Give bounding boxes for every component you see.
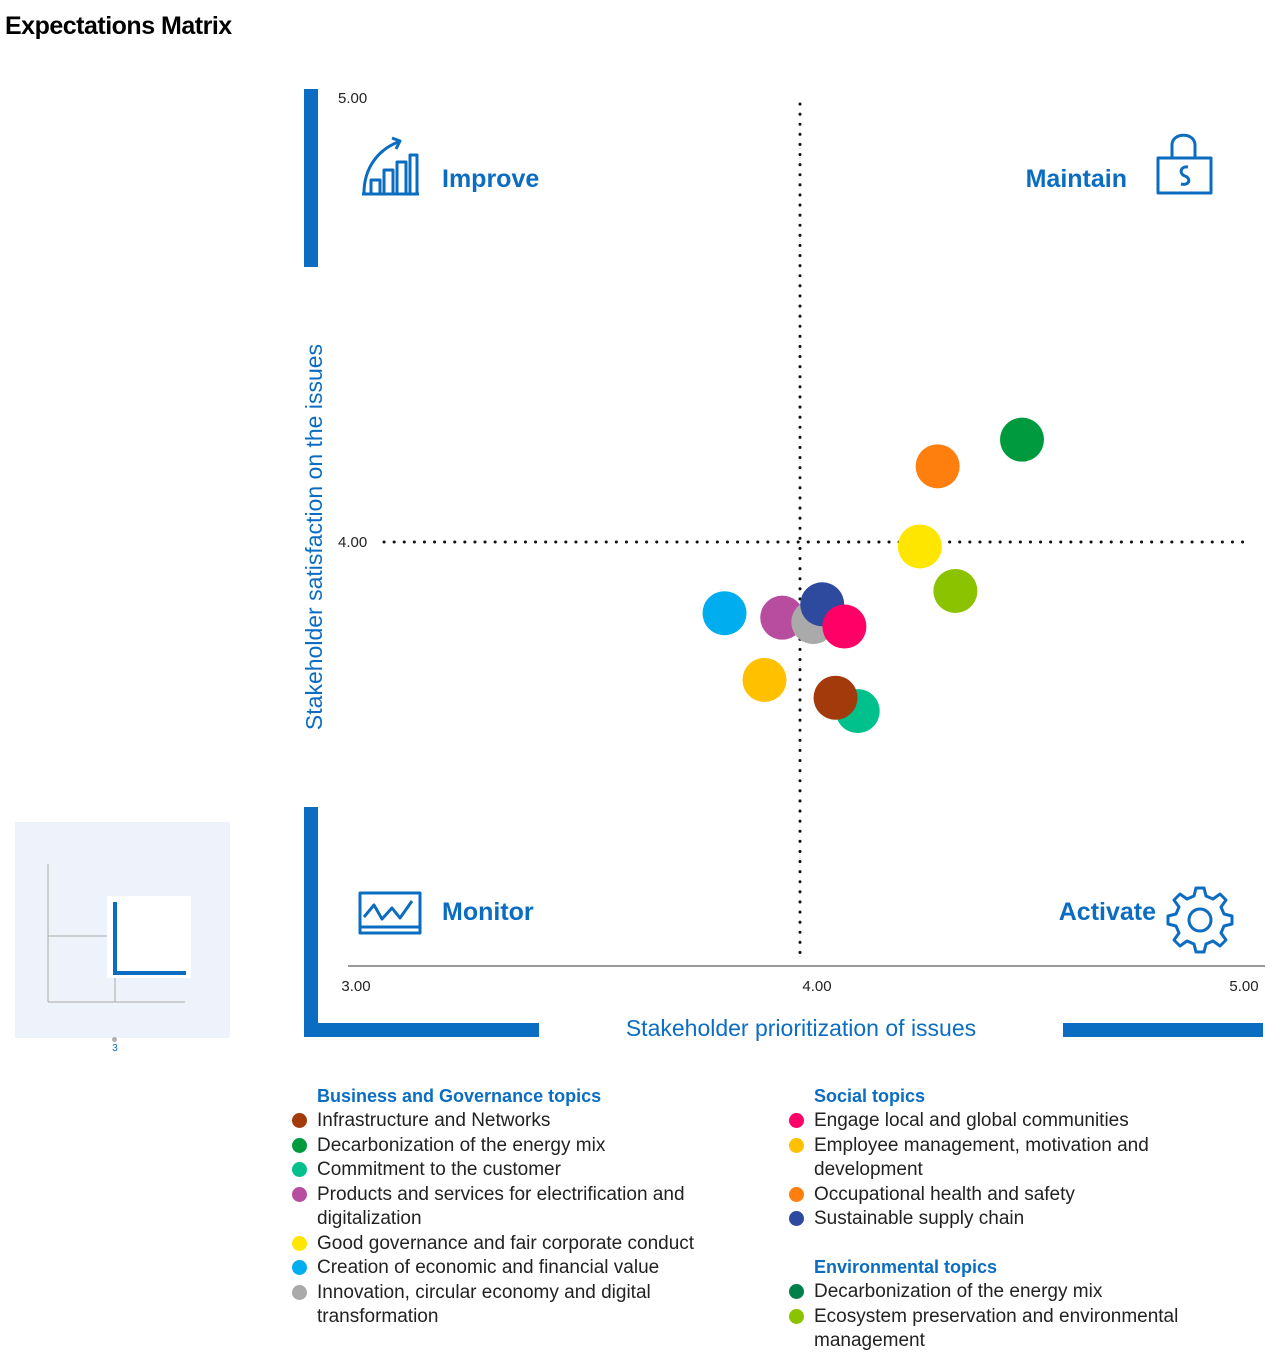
quadrant-label-activate: Activate	[1059, 898, 1156, 926]
legend-item: Occupational health and safety	[789, 1183, 1229, 1208]
monitor-chart-icon	[358, 891, 422, 935]
scatter-point	[897, 524, 942, 569]
page-indicator-dot	[112, 1037, 117, 1042]
legend-color-dot	[292, 1235, 307, 1251]
quadrant-label-monitor: Monitor	[442, 898, 534, 926]
scatter-point	[1000, 417, 1044, 462]
legend-title: Environmental topics	[814, 1257, 998, 1277]
frame-bar-bottom-left	[304, 1023, 539, 1037]
page-thumbnail[interactable]	[15, 822, 230, 1038]
legend-item-label: Sustainable supply chain	[814, 1208, 1025, 1229]
scatter-point	[742, 657, 787, 702]
legend-color-dot	[789, 1284, 804, 1299]
scatter-points	[702, 417, 1044, 734]
legend-color-dot	[789, 1137, 804, 1153]
legend-title: Business and Governance topics	[317, 1086, 602, 1106]
quadrant-label-maintain: Maintain	[1026, 165, 1127, 193]
legend-color-dot	[292, 1162, 307, 1177]
y-tick-label: 4.00	[338, 534, 367, 551]
y-axis-label: Stakeholder satisfaction on the issues	[301, 344, 327, 730]
frame-bar-left-top	[304, 89, 318, 267]
legend-color-dot	[292, 1186, 307, 1202]
legend-color-dot	[292, 1137, 307, 1153]
legend-color-dot	[789, 1211, 804, 1226]
legend-color-dot	[292, 1284, 307, 1300]
legend-item-label: Decarbonization of the energy mix	[317, 1134, 606, 1156]
x-tick-label: 5.00	[1229, 978, 1258, 995]
y-tick-label: 5.00	[338, 90, 367, 107]
x-tick-label: 3.00	[341, 978, 370, 995]
legend-item: Creation of economic and financial value	[292, 1256, 752, 1281]
legend-item-label: Good governance and fair corporate condu…	[317, 1232, 695, 1254]
legend-item: Ecosystem preservation and environmental…	[789, 1305, 1229, 1354]
scatter-point	[813, 675, 858, 720]
legend-color-dot	[292, 1260, 307, 1275]
legend-color-dot	[292, 1113, 307, 1128]
legend-item-label: Products and services for electrificatio…	[317, 1183, 685, 1230]
legend-item-label: Infrastructure and Networks	[317, 1110, 551, 1131]
frame-bar-left-bottom	[304, 807, 318, 1037]
legend-item: Good governance and fair corporate condu…	[292, 1232, 752, 1257]
legend-color-dot	[789, 1308, 804, 1324]
legend-item-label: Employee management, motivation and deve…	[814, 1134, 1149, 1181]
legend-business-governance: Business and Governance topics Infrastru…	[292, 1086, 752, 1330]
legend-environmental: Environmental topics Decarbonization of …	[789, 1257, 1229, 1354]
legend-item: Infrastructure and Networks	[292, 1109, 752, 1134]
legend-item-label: Ecosystem preservation and environmental…	[814, 1305, 1179, 1352]
legend-item: Commitment to the customer	[292, 1158, 752, 1183]
legend-title: Social topics	[814, 1086, 926, 1106]
expectations-matrix-chart: 3.00 4.00 5.00 5.00 4.00 Stakeholder pri…	[301, 89, 1265, 1041]
legend-item: Engage local and global communities	[789, 1109, 1229, 1134]
gear-icon	[1166, 886, 1234, 954]
thumbnail-mini-matrix	[47, 864, 191, 1003]
legend-item-label: Occupational health and safety	[814, 1183, 1075, 1205]
legend-item: Decarbonization of the energy mix	[292, 1134, 752, 1159]
legend-color-dot	[789, 1113, 804, 1128]
legend-item-label: Commitment to the customer	[317, 1159, 561, 1180]
legend-item: Sustainable supply chain	[789, 1207, 1229, 1232]
legend-item: Innovation, circular economy and digital…	[292, 1281, 752, 1330]
x-tick-label: 4.00	[802, 978, 831, 995]
lock-icon	[1156, 133, 1213, 195]
legend-color-dot	[789, 1186, 804, 1202]
legend-item: Decarbonization of the energy mix	[789, 1280, 1229, 1305]
legend-social: Social topics Engage local and global co…	[789, 1086, 1229, 1232]
quadrant-label-improve: Improve	[442, 165, 539, 193]
legend-item-label: Decarbonization of the energy mix	[814, 1281, 1103, 1302]
thumbnail-page-number: 3	[112, 1043, 118, 1054]
scatter-point	[933, 568, 978, 613]
legend-item: Employee management, motivation and deve…	[789, 1134, 1229, 1183]
legend-item-label: Engage local and global communities	[814, 1110, 1129, 1131]
scatter-point	[702, 591, 747, 636]
growth-chart-icon	[362, 136, 419, 196]
legend-item-label: Innovation, circular economy and digital…	[317, 1281, 651, 1328]
page-title: Expectations Matrix	[5, 12, 232, 40]
legend-item: Products and services for electrificatio…	[292, 1183, 752, 1232]
legend-item-label: Creation of economic and financial value	[317, 1257, 660, 1278]
scatter-point	[915, 444, 960, 489]
frame-bar-bottom-right	[1063, 1023, 1263, 1037]
scatter-point	[822, 604, 867, 649]
x-axis-label: Stakeholder prioritization of issues	[626, 1015, 976, 1041]
